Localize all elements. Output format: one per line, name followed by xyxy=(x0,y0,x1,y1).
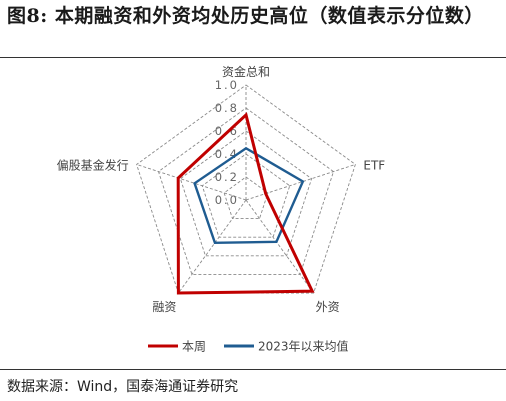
tick-label: 1.0 xyxy=(215,78,239,92)
tick-label: 0.8 xyxy=(215,101,239,115)
series-line-current-week xyxy=(176,112,315,295)
grid-ring xyxy=(157,107,335,275)
radar-tick-labels: 0.00.20.40.60.81.0 xyxy=(215,78,239,207)
radar-spokes xyxy=(136,85,356,294)
grid-spoke xyxy=(245,199,314,294)
grid-ring xyxy=(179,130,313,257)
title-divider xyxy=(0,57,506,58)
radar-axis-labels: 资金总和 ETF 外资 融资 偏股基金发行 xyxy=(57,64,386,314)
source-divider xyxy=(0,369,506,370)
radar-series xyxy=(176,112,315,295)
source-note: 数据来源：Wind，国泰海通证券研究 xyxy=(7,379,239,395)
legend-label: 本周 xyxy=(182,340,206,354)
grid-spoke xyxy=(245,164,356,201)
grid-spoke xyxy=(178,199,247,294)
axis-label: ETF xyxy=(363,158,385,172)
chart-legend: 本周 2023年以来均值 xyxy=(148,339,349,354)
axis-label: 外资 xyxy=(316,300,340,314)
figure-title: 图8: 本期融资和外资均处历史高位（数值表示分位数） xyxy=(7,5,484,27)
tick-label: 0.2 xyxy=(215,170,239,184)
legend-label: 2023年以来均值 xyxy=(258,339,349,354)
axis-label: 偏股基金发行 xyxy=(57,157,129,172)
tick-label: 0.0 xyxy=(215,193,239,207)
series-line-average-since-2023 xyxy=(193,146,305,245)
tick-label: 0.4 xyxy=(215,147,239,161)
grid-ring xyxy=(201,153,291,238)
axis-label: 资金总和 xyxy=(222,64,270,79)
axis-label: 融资 xyxy=(152,300,176,314)
grid-spoke xyxy=(136,164,247,201)
